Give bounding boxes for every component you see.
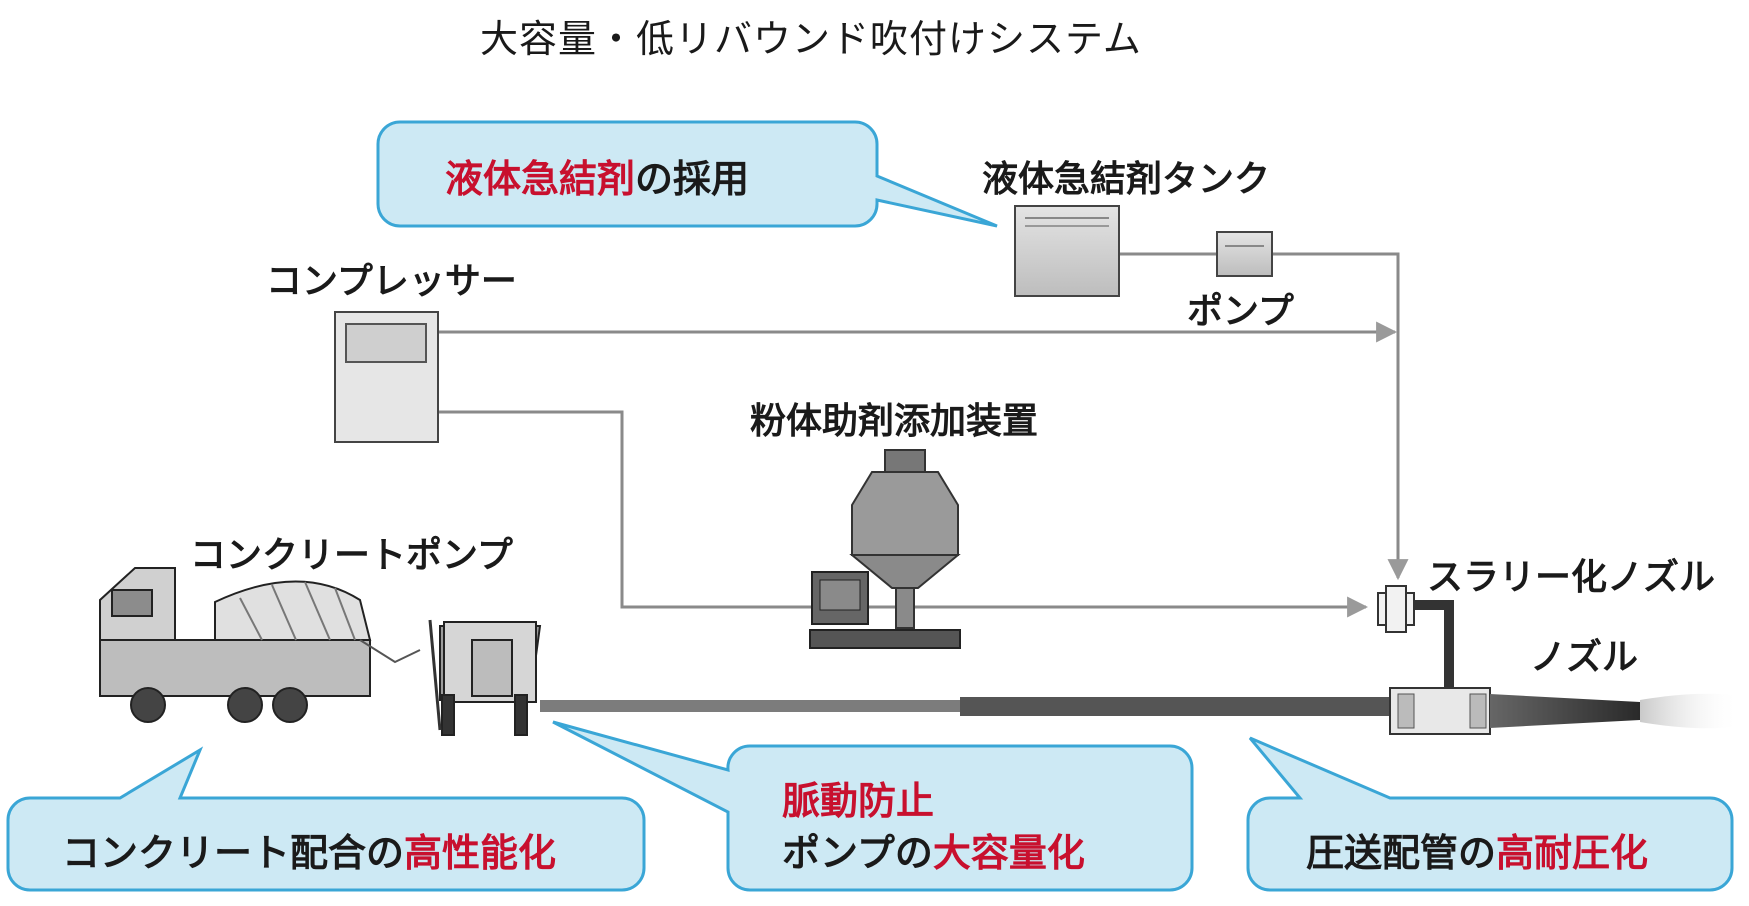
callout-pulsation-bubble <box>552 720 1194 892</box>
label-pump: ポンプ <box>1187 291 1294 332</box>
callout-liquid-bubble <box>376 120 998 228</box>
label-powder-device: 粉体助剤添加装置 <box>750 401 1039 442</box>
label-slurry-nozzle: スラリー化ノズル <box>1427 557 1716 598</box>
callout-pipe-main: 圧送配管の <box>1306 831 1497 875</box>
line-compressor-to-slurry <box>438 410 1369 618</box>
label-liquid-tank: 液体急結剤タンク <box>982 159 1271 200</box>
callout-liquid-rest: の採用 <box>635 157 750 201</box>
callout-pipe-text: 圧送配管の高耐圧化 <box>1306 822 1648 877</box>
callout-pulsation-highlight1: 脈動防止 <box>782 779 935 823</box>
callout-mix-highlight: 高性能化 <box>404 831 557 875</box>
callout-pipe-bubble <box>1246 736 1734 892</box>
label-compressor: コンプレッサー <box>266 261 517 302</box>
reinforced-pipe <box>960 697 1390 716</box>
label-concrete-pump: コンクリートポンプ <box>190 535 513 576</box>
pump-icon <box>1216 231 1273 277</box>
powder-additive-device-icon <box>809 449 961 649</box>
callout-liquid-text: 液体急結剤の採用 <box>445 148 749 203</box>
callout-pulsation-line1: 脈動防止 <box>782 770 934 825</box>
line-tank-to-slurry <box>1120 252 1409 581</box>
concrete-pump-icon <box>428 619 542 736</box>
nozzle-icon <box>1389 687 1740 735</box>
callout-mix-bubble <box>6 746 646 892</box>
callout-pulsation-highlight2: 大容量化 <box>932 831 1085 875</box>
callout-liquid-highlight: 液体急結剤 <box>445 157 636 201</box>
concrete-truck-icon <box>99 567 421 723</box>
callout-pipe-highlight: 高耐圧化 <box>1496 831 1649 875</box>
callout-pulsation-main: ポンプの <box>782 831 933 875</box>
callout-pulsation-line2: ポンプの大容量化 <box>782 822 1085 877</box>
diagram-title: 大容量・低リバウンド吹付けシステム <box>480 17 1142 61</box>
callout-mix-main: コンクリート配合の <box>62 831 405 875</box>
delivery-pipe <box>540 700 960 712</box>
callout-mix-text: コンクリート配合の高性能化 <box>62 822 556 877</box>
label-nozzle: ノズル <box>1530 637 1639 678</box>
slurry-nozzle-icon <box>1377 585 1454 700</box>
liquid-tank-icon <box>1014 205 1120 297</box>
